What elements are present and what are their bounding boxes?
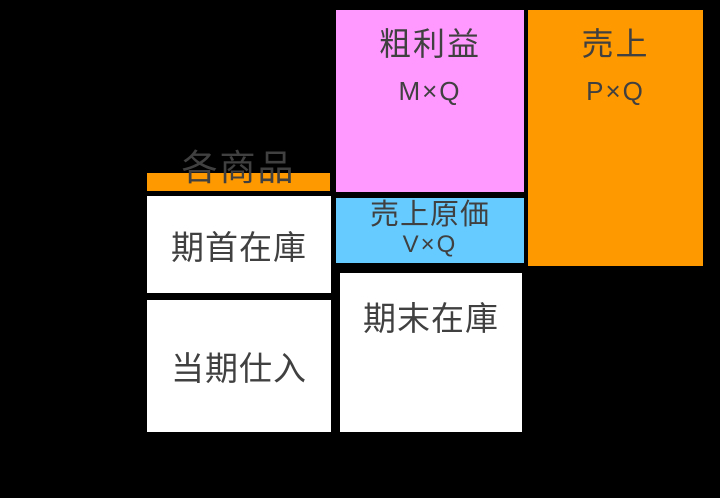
gross-profit-box: 粗利益 M×Q [336, 10, 524, 192]
beginning-inventory-box: 期首在庫 [147, 196, 331, 293]
products-label-text: 各商品 [181, 147, 296, 188]
sales-title: 売上 [581, 26, 650, 62]
purchases-label: 当期仕入 [171, 350, 307, 387]
gross-profit-title: 粗利益 [378, 26, 481, 62]
purchases-box: 当期仕入 [147, 300, 331, 432]
gross-profit-formula: M×Q [398, 76, 462, 106]
ending-inventory-label: 期末在庫 [363, 300, 499, 337]
cogs-formula: V×Q [402, 231, 458, 258]
cogs-box: 売上原価 V×Q [336, 198, 524, 263]
beginning-inventory-label: 期首在庫 [171, 228, 307, 266]
products-label-bar [147, 173, 330, 191]
cogs-title: 売上原価 [369, 199, 490, 231]
sales-formula: P×Q [586, 76, 645, 106]
sales-box: 売上 P×Q [528, 10, 703, 266]
ending-inventory-box: 期末在庫 [340, 273, 522, 432]
